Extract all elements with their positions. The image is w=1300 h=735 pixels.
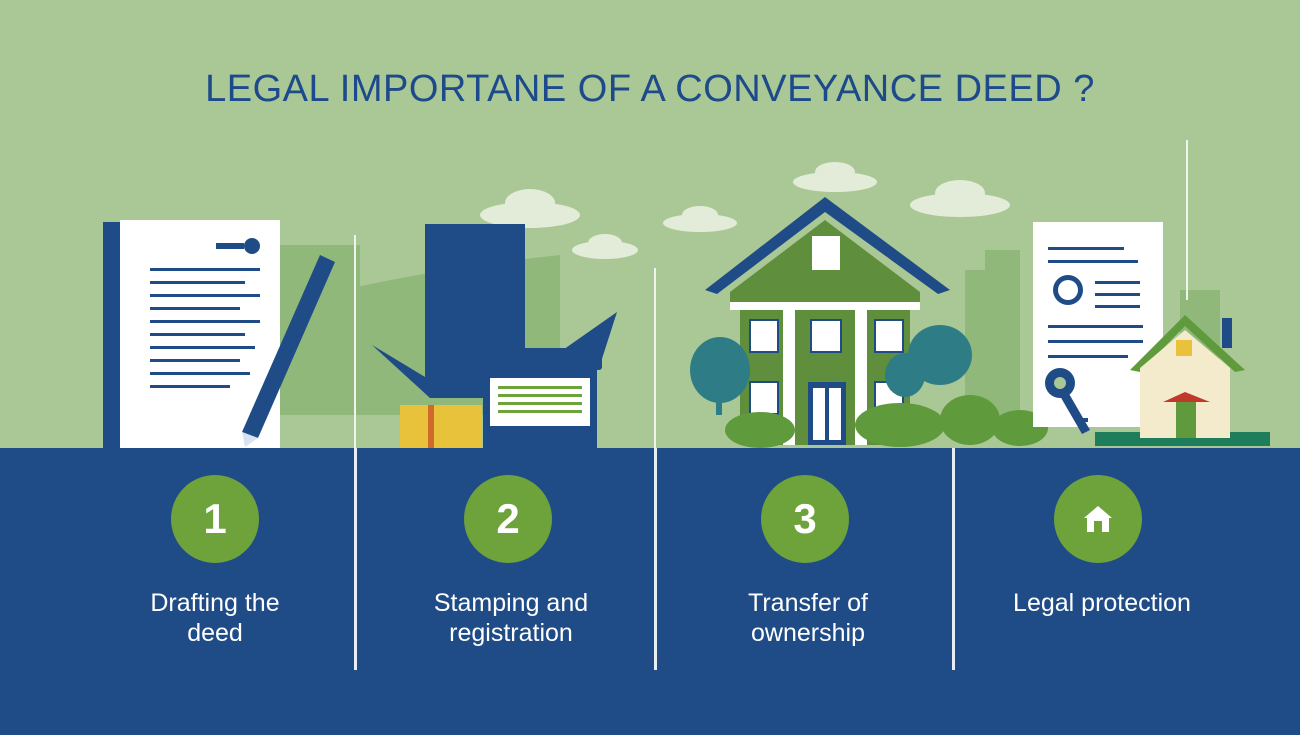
- step-home-badge: [1054, 475, 1142, 563]
- home-icon: [1084, 506, 1112, 532]
- illustration-scene: [103, 140, 1270, 450]
- step-4: Legal protection: [977, 448, 1227, 735]
- step-2: 2 Stamping and registration: [386, 448, 636, 735]
- step-3: 3 Transfer of ownership: [683, 448, 933, 735]
- stamp-icon: [372, 224, 617, 450]
- tree-icon: [690, 325, 972, 415]
- step-divider: [952, 448, 955, 670]
- step-number-badge: 3: [761, 475, 849, 563]
- step-label: Legal protection: [1013, 589, 1191, 617]
- step-number-badge: 2: [464, 475, 552, 563]
- scene-dividers: [354, 140, 1188, 448]
- document-key-house-icon: [1033, 222, 1270, 446]
- bush-icon: [725, 395, 1048, 448]
- step-number-badge: 1: [171, 475, 259, 563]
- step-divider: [654, 448, 657, 670]
- page-title: LEGAL IMPORTANE OF A CONVEYANCE DEED ?: [205, 68, 1095, 110]
- step-label: Transfer of ownership: [748, 589, 868, 647]
- step-label: Drafting the deed: [150, 589, 280, 647]
- step-divider: [354, 448, 357, 670]
- step-label: Stamping and registration: [433, 589, 589, 647]
- step-1: 1 Drafting the deed: [90, 448, 340, 735]
- cloud-icon: [480, 162, 1010, 259]
- document-pen-icon: [103, 220, 335, 448]
